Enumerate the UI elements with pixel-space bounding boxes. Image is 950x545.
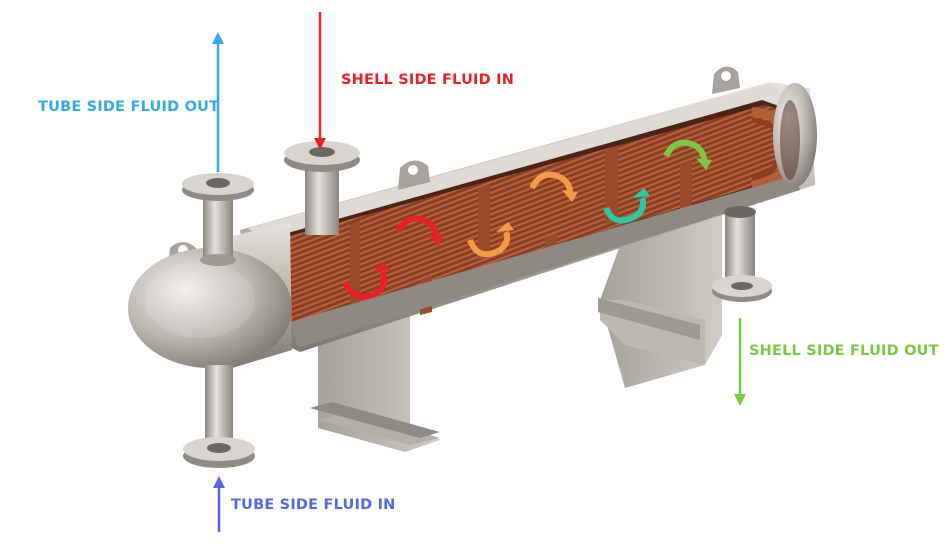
tube-side-fluid-in-label: TUBE SIDE FLUID IN [231, 497, 396, 513]
flow-arrow-5-icon [603, 188, 650, 224]
tube-side-fluid-out-label: TUBE SIDE FLUID OUT [38, 99, 220, 115]
right-support-saddle [598, 205, 722, 388]
shell-side-inlet-nozzle [284, 141, 360, 235]
channel-head [128, 222, 292, 368]
shell-side-fluid-out-label: SHELL SIDE FLUID OUT [749, 343, 939, 359]
tube-side-in-arrow [213, 476, 225, 532]
shell-side-outlet-nozzle [712, 206, 772, 302]
flow-arrow-3-icon [467, 222, 514, 258]
shell-side-fluid-in-label: SHELL SIDE FLUID IN [341, 72, 515, 88]
tube-side-inlet-nozzle [183, 365, 255, 468]
shell-side-in-arrow [314, 12, 326, 150]
flow-arrow-6-icon [663, 139, 712, 170]
flow-arrow-4-icon [529, 171, 578, 202]
tube-side-out-arrow [212, 32, 224, 172]
flow-arrow-1-icon [342, 262, 390, 300]
tube-side-outlet-nozzle [182, 173, 254, 266]
flow-arrow-2-icon [395, 215, 444, 246]
shell-side-out-arrow [734, 318, 746, 406]
